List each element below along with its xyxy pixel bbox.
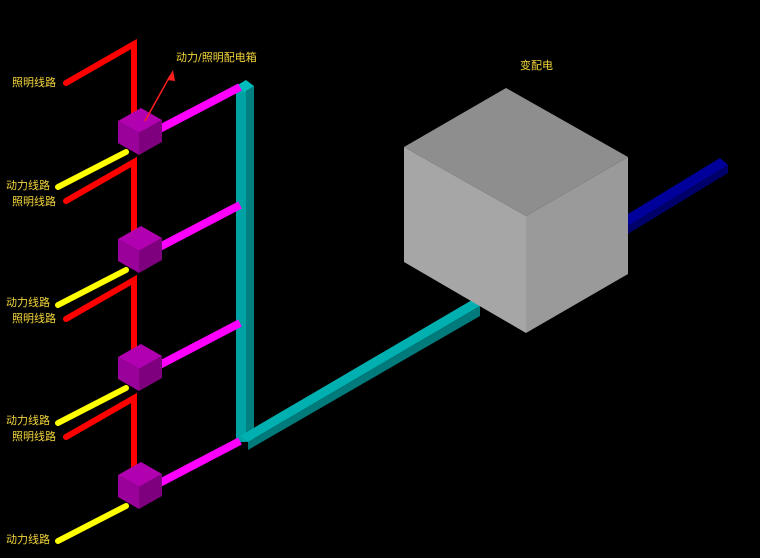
branch-line-1 — [150, 83, 242, 137]
feeder-bus — [610, 158, 728, 240]
lighting-line-label-3: 照明线路 — [12, 311, 56, 325]
distribution-box-1 — [118, 108, 162, 155]
power-line-label-4: 动力线路 — [6, 532, 50, 546]
power-line-2 — [55, 267, 129, 308]
power-line-1 — [55, 149, 129, 190]
lighting-line-label-4: 照明线路 — [12, 429, 56, 443]
branch-line-3 — [150, 319, 242, 373]
power-line-3 — [55, 385, 129, 426]
branch-line-4 — [150, 437, 242, 491]
lighting-line-label-2: 照明线路 — [12, 194, 56, 208]
power-line-4 — [55, 503, 129, 544]
main-trunk — [236, 80, 480, 450]
lighting-line-4 — [63, 392, 137, 481]
distribution-unit-1 — [55, 38, 242, 190]
distribution-box-label: 动力/照明配电箱 — [176, 50, 257, 64]
branch-line-2 — [150, 201, 242, 255]
lighting-line-label-1: 照明线路 — [12, 75, 56, 89]
distribution-unit-4 — [55, 392, 242, 544]
lighting-line-1 — [63, 38, 137, 127]
distribution-box-pointer-arrow — [144, 70, 175, 122]
distribution-box-3 — [118, 344, 162, 391]
power-line-label-2: 动力线路 — [6, 295, 50, 309]
power-line-label-1: 动力线路 — [6, 178, 50, 192]
lighting-line-2 — [63, 156, 137, 245]
power-line-label-3: 动力线路 — [6, 413, 50, 427]
distribution-box-2 — [118, 226, 162, 273]
distribution-unit-3 — [55, 274, 242, 426]
distribution-box-4 — [118, 462, 162, 509]
substation-label: 变配电 — [520, 58, 553, 72]
lighting-line-3 — [63, 274, 137, 363]
substation-cube — [404, 88, 628, 333]
distribution-unit-2 — [55, 156, 242, 308]
